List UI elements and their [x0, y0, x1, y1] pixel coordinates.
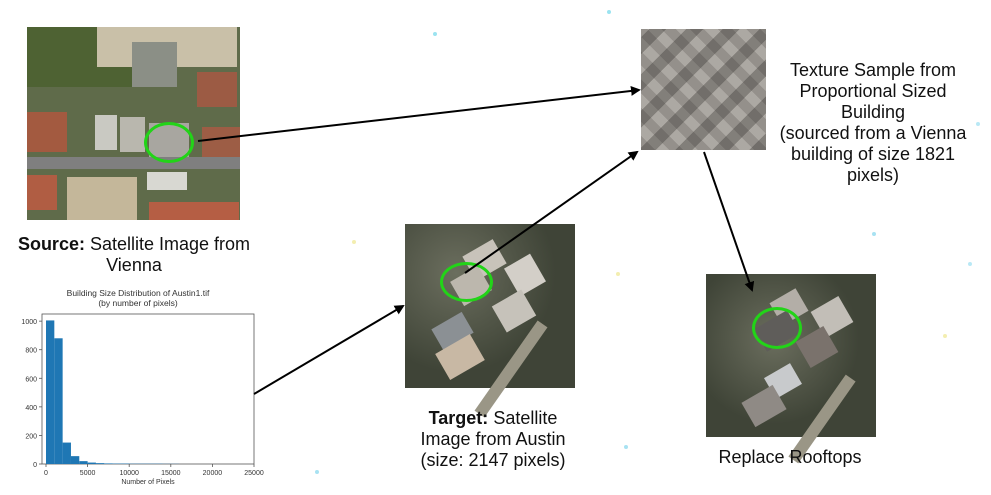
decor-speck	[624, 445, 628, 449]
texture-caption-line: building of size 1821	[790, 144, 956, 164]
y-tick-label: 400	[25, 405, 37, 412]
x-tick-label: 10000	[119, 470, 139, 477]
roof	[147, 172, 187, 190]
x-tick-label: 25000	[244, 470, 264, 477]
arrow-histogram-to-target	[253, 304, 405, 395]
roof	[202, 127, 240, 162]
histogram-bar	[62, 442, 71, 464]
histogram-chart: Building Size Distribution of Austin1.ti…	[18, 286, 264, 486]
histogram-bar	[95, 463, 105, 464]
decor-speck	[943, 334, 947, 338]
highlight-circle	[144, 122, 194, 163]
x-tick-label: 15000	[161, 470, 181, 477]
x-tick-label: 0	[44, 470, 48, 477]
x-axis-label: Number of Pixels	[121, 479, 175, 486]
decor-speck	[352, 240, 356, 244]
target-caption: Target: Satellite Image from Austin (siz…	[408, 408, 578, 471]
histogram-bar	[87, 462, 96, 464]
ground	[67, 177, 137, 220]
chart-subtitle: (by number of pixels)	[98, 298, 178, 308]
y-tick-label: 800	[25, 348, 37, 355]
arrow-source-to-texture	[197, 85, 641, 142]
roof-texture-shading	[641, 29, 766, 150]
source-caption-text: Satellite Image from Vienna	[89, 234, 251, 275]
histogram-bar	[70, 456, 80, 464]
target-satellite-image	[405, 224, 575, 418]
street	[27, 157, 240, 169]
texture-caption-line: pixels)	[846, 165, 899, 185]
histogram-bar	[46, 320, 55, 464]
decor-speck	[976, 122, 980, 126]
texture-sample-image	[641, 29, 766, 150]
result-satellite-image	[706, 274, 876, 464]
y-tick-label: 1000	[21, 319, 37, 326]
target-caption-text: Satellite Image from Austin (size: 2147 …	[420, 408, 566, 470]
source-caption-bold: Source:	[17, 234, 85, 254]
x-tick-label: 20000	[203, 470, 223, 477]
source-caption: Source: Satellite Image from Vienna	[14, 234, 254, 276]
texture-caption-line: Proportional Sized	[799, 81, 947, 101]
histogram-bar	[104, 463, 113, 464]
y-tick-label: 200	[25, 433, 37, 440]
roof	[95, 115, 117, 150]
highlight-circle	[440, 262, 493, 302]
roof	[197, 72, 237, 107]
decor-speck	[433, 32, 437, 36]
arrow-target-to-texture	[464, 150, 639, 274]
roof	[132, 42, 177, 87]
decor-speck	[616, 272, 620, 276]
highlight-circle	[752, 307, 802, 349]
roof	[27, 175, 57, 210]
texture-caption-line: Building	[840, 102, 906, 122]
decor-speck	[968, 262, 972, 266]
arrow-texture-to-result	[703, 151, 755, 292]
roof	[120, 117, 145, 152]
source-satellite-image	[27, 27, 240, 220]
decor-speck	[607, 10, 611, 14]
texture-caption: Texture Sample from Proportional Sized B…	[768, 60, 978, 186]
decor-speck	[315, 470, 319, 474]
texture-caption-line: (sourced from a Vienna	[779, 123, 967, 143]
decor-speck	[872, 232, 876, 236]
histogram-bar	[54, 338, 63, 464]
chart-title: Building Size Distribution of Austin1.ti…	[66, 288, 210, 298]
texture-caption-line: Texture Sample from	[789, 60, 957, 80]
y-tick-label: 600	[25, 376, 37, 383]
result-caption: Replace Rooftops	[718, 447, 862, 467]
x-tick-label: 5000	[80, 470, 96, 477]
target-caption-bold: Target:	[428, 408, 489, 428]
roof	[149, 202, 239, 220]
histogram-bar	[79, 461, 88, 464]
y-tick-label: 0	[33, 462, 37, 469]
roof	[27, 112, 67, 152]
